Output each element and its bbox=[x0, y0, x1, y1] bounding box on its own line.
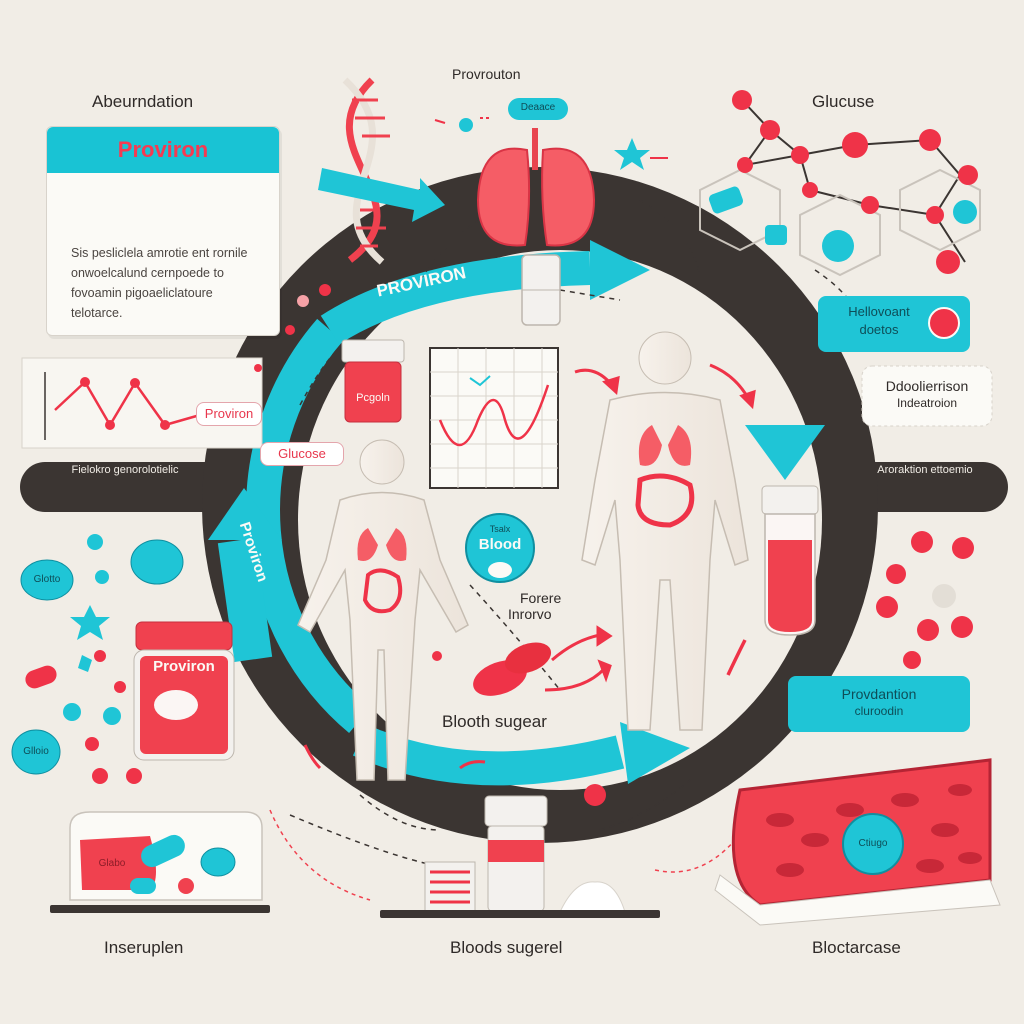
dna-cyan-ribbon bbox=[318, 168, 445, 222]
pill-left-label: Glotto bbox=[33, 574, 61, 585]
blood-tissue-panel bbox=[714, 758, 1001, 926]
label-top-left: Abeurndation bbox=[92, 92, 194, 111]
scattered-pills-left bbox=[11, 534, 184, 784]
left-graph-tag: Proviron bbox=[196, 402, 262, 426]
lung-tag: Deaace bbox=[520, 102, 556, 113]
cyan-cycle-arrow bbox=[208, 240, 825, 786]
card-body: Sis pesliclela amrotie ent rornile onwoe… bbox=[71, 246, 248, 320]
card-title: Proviron bbox=[117, 137, 209, 162]
small-bottle-label: Pcgoln bbox=[356, 392, 390, 404]
label-bottom-right: Bloctarcase bbox=[812, 938, 901, 957]
tray-pill-label: Glabo bbox=[98, 858, 126, 869]
label-bottom-center: Bloods sugerel bbox=[450, 938, 563, 957]
label-bottom-left: Inseruplen bbox=[104, 938, 184, 957]
tray-bottom-left bbox=[50, 811, 270, 913]
label-top-center: Provrouton bbox=[452, 66, 521, 82]
right-cyan-pill-line2: cluroodin bbox=[854, 704, 904, 718]
test-tube-icon bbox=[761, 485, 819, 636]
bottom-shelf bbox=[380, 910, 660, 918]
bottle-icon-top bbox=[521, 254, 561, 326]
label-blooth-sugear: Blooth sugear bbox=[442, 712, 547, 731]
label-forere: Forere bbox=[520, 590, 562, 606]
center-chart-panel bbox=[429, 347, 559, 489]
right-band-label: Aroraktion ettoemio bbox=[877, 464, 973, 476]
blood-badge-circle bbox=[465, 513, 535, 583]
dna-icon bbox=[342, 77, 390, 265]
pill-left2-label: Glloio bbox=[23, 746, 49, 757]
jar-label: Proviron bbox=[153, 658, 215, 675]
right-white-box-line1: Ddoolierrison bbox=[885, 378, 969, 394]
right-cyan-box-line1: Hellovoant bbox=[848, 304, 910, 319]
lung-tag-shape bbox=[508, 98, 568, 120]
label-top-right: Glucuse bbox=[812, 92, 875, 111]
tissue-pill-label: Ctiugo bbox=[858, 838, 888, 849]
label-inrorvo: Inrorvo bbox=[508, 606, 552, 622]
star-icon bbox=[614, 138, 650, 170]
blood-badge-label: Blood bbox=[478, 536, 522, 553]
right-white-box-line2: Indeatroion bbox=[896, 396, 958, 410]
lungs-icon bbox=[476, 128, 596, 247]
card-header bbox=[47, 127, 279, 173]
jar-icon bbox=[133, 621, 235, 761]
left-band-label: Fielokro genorolotielic bbox=[71, 464, 179, 476]
human-body-icon-left bbox=[297, 439, 469, 781]
right-white-box-shape bbox=[861, 365, 993, 427]
blood-badge-top: Tsalx bbox=[489, 524, 511, 534]
right-cyan-box-shape bbox=[818, 296, 970, 352]
glucose-tag: Glucose bbox=[260, 442, 344, 466]
red-blood-cells bbox=[473, 642, 552, 696]
scattered-dots bbox=[254, 118, 606, 806]
right-cyan-box-line2: doetos bbox=[859, 322, 899, 337]
bottle-icon-small bbox=[341, 339, 405, 423]
proviron-info-card: Proviron Sis pesliclela amrotie ent rorn… bbox=[46, 126, 280, 336]
human-body-icon-right bbox=[581, 331, 749, 731]
right-cyan-pill-line1: Provdantion bbox=[841, 686, 917, 702]
right-cyan-pill-shape bbox=[788, 676, 970, 732]
red-arrows bbox=[303, 363, 756, 770]
blood-cell-icon bbox=[876, 531, 974, 669]
bottle-icon-bottom bbox=[424, 795, 626, 913]
dashed-flow-lines bbox=[289, 199, 861, 871]
